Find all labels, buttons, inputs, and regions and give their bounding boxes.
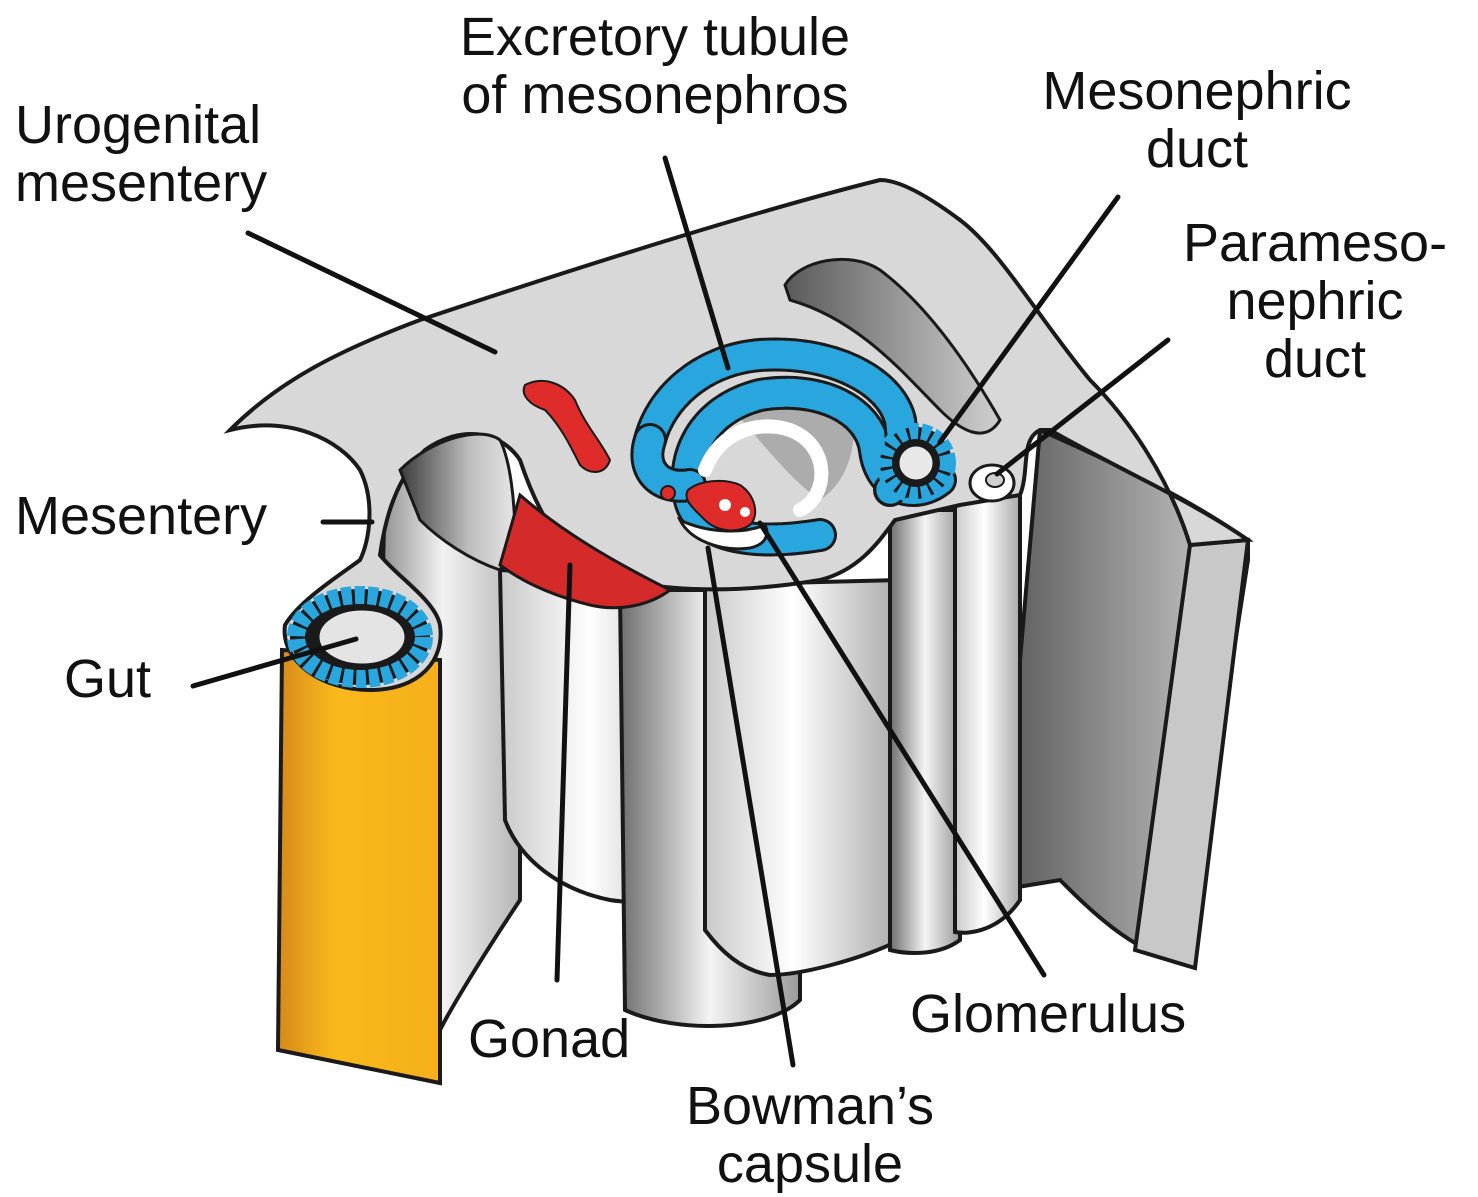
label-paramesonephric-duct: Parameso- nephric duct — [1160, 214, 1470, 388]
label-excretory-tubule-line2: of mesonephros — [430, 66, 880, 124]
label-excretory-tubule-line1: Excretory tubule — [430, 8, 880, 66]
gut-lumen-ring — [290, 589, 430, 685]
leader-urogenital-mesentery — [248, 233, 495, 352]
body-wall — [1000, 430, 1248, 968]
label-bowmans-capsule-line2: capsule — [650, 1135, 970, 1193]
label-gut: Gut — [64, 650, 151, 708]
label-paramesonephric-duct-line1: Parameso- — [1160, 214, 1470, 272]
label-mesonephric-duct: Mesonephric duct — [1012, 62, 1382, 178]
label-urogenital-mesentery: Urogenital mesentery — [15, 96, 267, 212]
label-urogenital-mesentery-line2: mesentery — [15, 154, 267, 212]
label-bowmans-capsule-line1: Bowman’s — [650, 1077, 970, 1135]
label-paramesonephric-duct-line3: duct — [1160, 330, 1470, 388]
label-excretory-tubule: Excretory tubule of mesonephros — [430, 8, 880, 124]
label-mesonephric-duct-line2: duct — [1012, 120, 1382, 178]
label-urogenital-mesentery-line1: Urogenital — [15, 96, 267, 154]
paramesonephric-duct — [970, 465, 1014, 501]
label-mesentery: Mesentery — [15, 487, 267, 545]
label-gonad: Gonad — [468, 1010, 630, 1068]
gut-tube — [278, 650, 440, 1083]
label-mesonephric-duct-line1: Mesonephric — [1012, 62, 1382, 120]
label-glomerulus: Glomerulus — [910, 985, 1186, 1043]
label-bowmans-capsule: Bowman’s capsule — [650, 1077, 970, 1193]
label-paramesonephric-duct-line2: nephric — [1160, 272, 1470, 330]
